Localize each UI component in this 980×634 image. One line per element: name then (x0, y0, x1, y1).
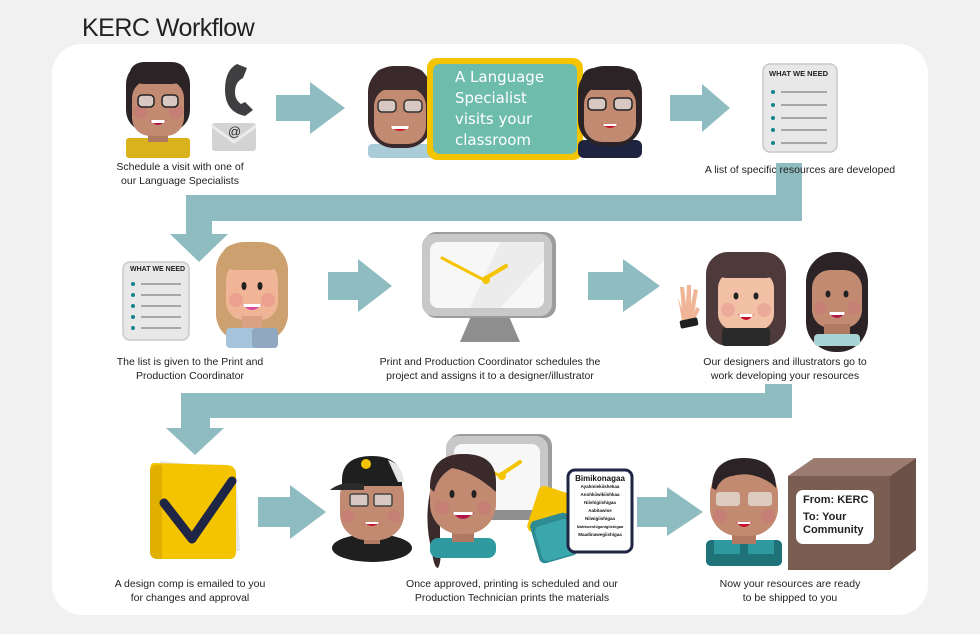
step6-caption: Our designers and illustrators go to wor… (690, 355, 880, 383)
caption-line: Schedule a visit with one of (116, 161, 244, 173)
arrow-right-6 (637, 487, 703, 536)
recipient-avatar (706, 458, 782, 566)
checklist-icon (122, 261, 190, 341)
checkmark-book-icon (150, 461, 240, 559)
step1-avatar (126, 62, 190, 158)
caption-line: The list is given to the Print and (116, 356, 264, 368)
caption-line: A list of specific resources are develop… (704, 164, 896, 176)
sheet-word: Maadinawegiishigaa (578, 532, 622, 537)
caption-line: Our designers and illustrators go to (703, 356, 867, 368)
step8-caption: Once approved, printing is scheduled and… (392, 577, 632, 605)
coordinator-avatar (216, 242, 288, 348)
production-avatar-braid (427, 454, 496, 568)
sheet-word: Anohkiiwikiishkaa (580, 492, 620, 497)
shipping-box-icon (788, 458, 916, 570)
sheet-word: Niishigiishigaa (584, 500, 616, 505)
caption-line: Print and Production Coordinator schedul… (379, 356, 601, 368)
step7-caption: A design comp is emailed to you for chan… (100, 577, 280, 605)
caption-line: Production Technician prints the materia… (414, 592, 610, 604)
board-line: Specialist (455, 89, 527, 107)
arrow-right-1 (276, 82, 345, 134)
box-to: Community (803, 524, 864, 536)
technician-avatar (330, 456, 412, 562)
checklist-title: WHAT WE NEED (130, 266, 186, 273)
arrow-right-4 (588, 259, 660, 312)
chalkboard (427, 58, 583, 160)
box-to: To: Your (803, 511, 847, 523)
step3-caption: A list of specific resources are develop… (690, 163, 910, 177)
sheet-word: Aabitawise (588, 508, 612, 513)
step5-caption: Print and Production Coordinator schedul… (370, 355, 610, 383)
caption-line: our Language Specialists (121, 175, 239, 187)
caption-line: project and assigns it to a designer/ill… (386, 370, 594, 382)
designer-avatar-curly (706, 252, 786, 346)
phone-icon (225, 64, 253, 116)
box-from: From: KERC (803, 494, 869, 506)
board-line: visits your (455, 110, 533, 128)
step9-caption: Now your resources are ready to be shipp… (700, 577, 880, 605)
board-line: classroom (455, 131, 532, 149)
caption-line: Now your resources are ready (719, 578, 861, 590)
arrow-right-5 (258, 485, 326, 539)
checklist-title: WHAT WE NEED (769, 69, 829, 78)
printed-sheet (566, 468, 634, 554)
caption-line: Production Coordinator (136, 370, 244, 382)
step4-caption: The list is given to the Print and Produ… (100, 355, 280, 383)
sheet-word: Niiwigiishigaa (584, 516, 615, 521)
email-icon (211, 123, 257, 151)
arrow-right-2 (670, 84, 730, 132)
caption-line: work developing your resources (710, 370, 860, 382)
printed-sheet-text: Bimikonagaa Ayahmiekiishekaa Anohkiiwiki… (570, 474, 630, 539)
chalkboard-text: A Language Specialist visits your classr… (455, 67, 544, 151)
waving-hand-icon (678, 285, 700, 329)
arrow-right-3 (328, 259, 392, 312)
designer-avatar-longhair (806, 252, 868, 352)
sheet-title: Bimikonagaa (575, 474, 625, 483)
checklist-icon (762, 63, 838, 153)
caption-line: for changes and approval (130, 592, 250, 604)
arrow-connector-2 (166, 384, 792, 455)
box-label: From: KERC To: Your Community (803, 494, 868, 537)
step2-avatar-left (368, 66, 432, 158)
caption-line: to be shipped to you (742, 592, 838, 604)
sheet-word: Ayahmiekiishekaa (580, 484, 620, 489)
caption-line: A design comp is emailed to you (114, 578, 266, 590)
board-line: A Language (455, 68, 545, 86)
step2-avatar-right (578, 66, 642, 158)
arrow-connector-1 (170, 163, 802, 262)
sheet-word: Nahkweshiganigiishigaa (576, 524, 624, 529)
page-title: KERC Workflow (82, 14, 255, 42)
caption-line: Once approved, printing is scheduled and… (406, 578, 618, 590)
email-at-symbol: @ (228, 124, 242, 139)
step1-caption: Schedule a visit with one of our Languag… (95, 160, 265, 188)
monitor-clock-icon (422, 232, 556, 342)
